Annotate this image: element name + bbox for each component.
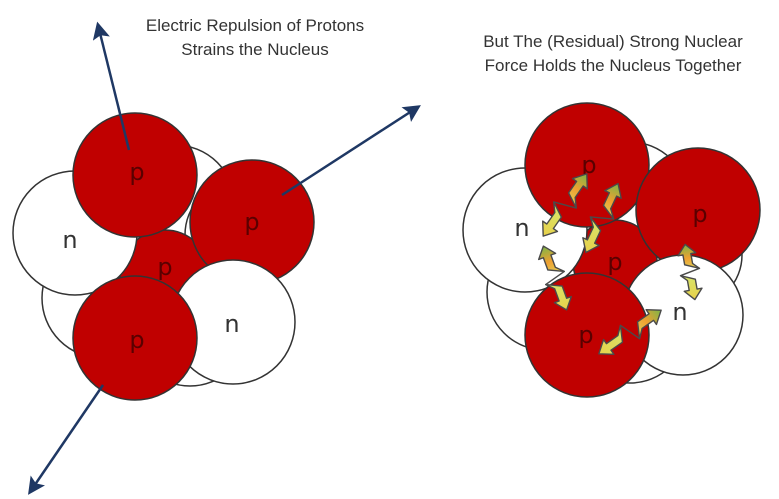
- left-neutron-2-label: n: [224, 310, 239, 338]
- left-proton-3-label: p: [129, 326, 144, 354]
- right-panel: But The (Residual) Strong Nuclear Force …: [462, 32, 761, 398]
- left-neutron-1-label: n: [62, 226, 77, 254]
- right-proton-1-label: p: [581, 151, 596, 179]
- right-proton-3-label: p: [578, 321, 593, 349]
- left-proton-2-label: p: [244, 208, 259, 236]
- right-proton-2-label: p: [692, 200, 707, 228]
- strong-force-spring-icon: [537, 245, 573, 311]
- strong-force-spring-icon: [677, 243, 703, 301]
- strong-force-spring-icon: [542, 173, 588, 237]
- right-caption-line1: But The (Residual) Strong Nuclear: [483, 32, 743, 51]
- left-proton-3: [72, 275, 198, 401]
- right-neutron-2-label: n: [672, 298, 687, 326]
- strong-force-spring-icon: [582, 182, 622, 254]
- strong-force-spring-icon: [598, 309, 662, 355]
- left-proton-1: [72, 112, 198, 238]
- repulsion-arrow-down: [28, 384, 105, 495]
- right-neutron-1-label: n: [514, 214, 529, 242]
- repulsion-arrow-right: [281, 105, 421, 197]
- left-caption-line2: Strains the Nucleus: [181, 40, 328, 59]
- right-caption-line2: Force Holds the Nucleus Together: [485, 56, 742, 75]
- right-hidden-proton-label: p: [607, 248, 622, 276]
- repulsion-arrow-up: [92, 21, 131, 151]
- left-panel: Electric Repulsion of Protons Strains th…: [12, 16, 421, 495]
- left-proton-1-label: p: [129, 158, 144, 186]
- left-hidden-proton-label: p: [157, 253, 172, 281]
- left-caption-line1: Electric Repulsion of Protons: [146, 16, 364, 35]
